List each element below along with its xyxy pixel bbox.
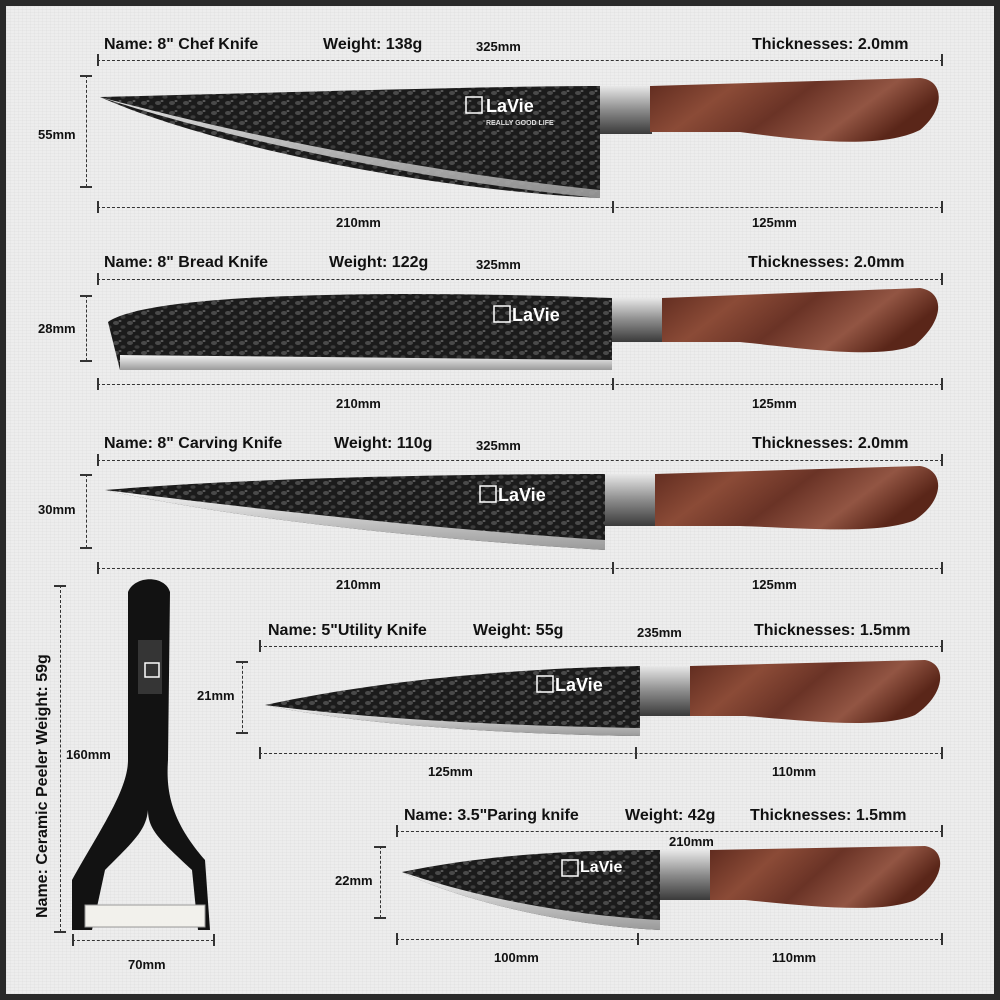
brand-logo-text: LaVie	[486, 96, 534, 116]
knife-thickness: Thicknesses: 2.0mm	[748, 254, 905, 271]
knife-name: Name: 3.5"Paring knife	[404, 807, 579, 824]
brand-logo-marks	[144, 96, 579, 877]
handle-length: 110mm	[772, 950, 817, 965]
knife-total-length: 325mm	[476, 438, 521, 453]
knife-name: Name: 8" Carving Knife	[104, 435, 283, 452]
bread-knife	[108, 288, 939, 370]
handle-length: 125mm	[752, 215, 797, 230]
blade-length: 100mm	[494, 950, 539, 965]
knife-name: Name: 5"Utility Knife	[268, 622, 427, 639]
brand-logo-text: LaVie	[555, 675, 603, 695]
brand-logo-text: LaVie	[512, 305, 560, 325]
knife-weight: Weight: 42g	[625, 807, 716, 824]
handle-length: 110mm	[772, 764, 817, 779]
chef-knife	[100, 78, 939, 198]
peeler-width: 70mm	[128, 957, 166, 972]
knife-total-length: 235mm	[637, 625, 682, 640]
knife-thickness: Thicknesses: 1.5mm	[754, 622, 911, 639]
blade-length: 125mm	[428, 764, 473, 779]
knife-total-length: 325mm	[476, 39, 521, 54]
knife-name: Name: 8" Bread Knife	[104, 254, 269, 271]
knife-total-length: 325mm	[476, 257, 521, 272]
handle-length: 125mm	[752, 396, 797, 411]
brand-logo-text: LaVie	[498, 485, 546, 505]
knife-weight: Weight: 138g	[323, 36, 423, 53]
handle-length: 125mm	[752, 577, 797, 592]
paring-knife	[402, 846, 941, 930]
knife-height: 21mm	[197, 688, 235, 703]
knife-height: 22mm	[335, 873, 373, 888]
knife-thickness: Thicknesses: 1.5mm	[750, 807, 907, 824]
knife-thickness: Thicknesses: 2.0mm	[752, 36, 909, 53]
blade-length: 210mm	[336, 396, 381, 411]
utility-knife	[265, 660, 941, 736]
brand-logo-text: LaVie	[580, 859, 623, 876]
blade-handle-dimension-line	[97, 207, 943, 208]
knife-total-length: 210mm	[669, 834, 714, 849]
brand-tagline: REALLY GOOD LIFE	[486, 120, 554, 127]
knife-name: Name: 8" Chef Knife	[104, 36, 259, 53]
peeler-height: 160mm	[66, 747, 111, 762]
knife-weight: Weight: 55g	[473, 622, 564, 639]
knife-height: 55mm	[38, 127, 76, 142]
carving-knife	[105, 466, 939, 550]
peeler-label: Name: Ceramic Peeler Weight: 59g	[34, 654, 51, 918]
ceramic-peeler	[72, 579, 210, 930]
knife-weight: Weight: 122g	[329, 254, 429, 271]
knife-thickness: Thicknesses: 2.0mm	[752, 435, 909, 452]
knife-height: 30mm	[38, 502, 76, 517]
knife-weight: Weight: 110g	[334, 435, 433, 452]
blade-length: 210mm	[336, 577, 381, 592]
length-dimension-line	[97, 60, 943, 61]
knife-height: 28mm	[38, 321, 76, 336]
blade-length: 210mm	[336, 215, 381, 230]
